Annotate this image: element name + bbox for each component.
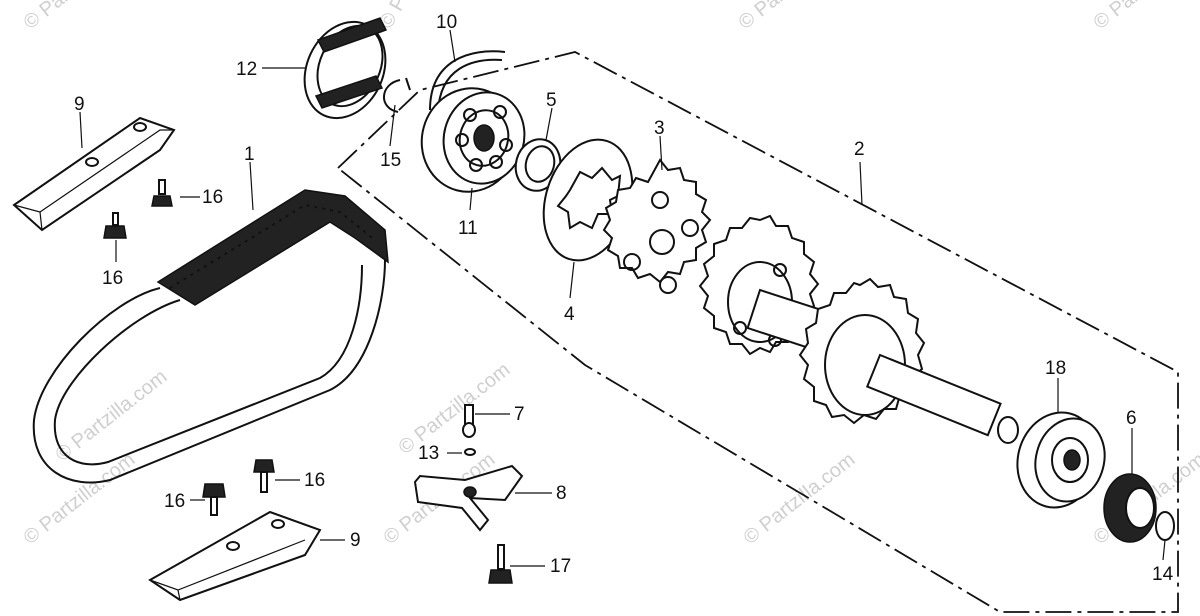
callout-3: 3 — [654, 118, 665, 139]
guide-top-part-9 — [12, 116, 176, 232]
callout-16-lower-right: 16 — [304, 470, 325, 491]
bolt-part-16-lower-left — [202, 483, 226, 516]
watermark: © Partzilla.com — [735, 0, 855, 34]
callout-4: 4 — [564, 304, 575, 325]
callout-16-left: 16 — [102, 268, 123, 289]
watermark: © Partzilla.com — [20, 0, 140, 34]
tensioner-arm-part-8 — [413, 464, 524, 532]
watermark: © Partzilla.com — [395, 359, 515, 459]
bolt-part-16-lower-right — [253, 459, 275, 493]
callout-12: 12 — [236, 59, 257, 80]
o-ring-part-13 — [464, 448, 476, 456]
bolt-part-17 — [488, 544, 513, 584]
callout-13: 13 — [418, 443, 439, 464]
sprocket-part-3 — [602, 158, 712, 294]
callout-14: 14 — [1152, 564, 1174, 585]
circlip-part-14 — [1155, 511, 1175, 541]
watermark: © Partzilla.com — [1090, 0, 1200, 34]
callout-16-lower-left: 16 — [164, 491, 185, 512]
watermark: © Partzilla.com — [52, 366, 172, 466]
watermark: © Partzilla.com — [740, 449, 860, 549]
callout-15: 15 — [380, 150, 401, 171]
callout-1: 1 — [244, 144, 255, 165]
bearing-ring-part-12 — [303, 17, 388, 120]
guide-bottom-part-9 — [148, 510, 322, 602]
leader-lines — [79, 29, 1166, 567]
callout-17: 17 — [550, 556, 571, 577]
callout-9-bottom: 9 — [350, 530, 361, 551]
callout-8: 8 — [556, 483, 567, 504]
bolt-part-16-upper — [151, 179, 173, 207]
drive-gear-part-6 — [1103, 473, 1157, 543]
callout-16-upper: 16 — [202, 187, 223, 208]
callout-11: 11 — [458, 218, 478, 239]
ball-bearing-part-18 — [1016, 411, 1106, 509]
callout-9-top: 9 — [74, 94, 85, 115]
drive-chain-part-1 — [32, 189, 389, 484]
callout-7: 7 — [514, 404, 525, 425]
pin-part-7 — [462, 404, 476, 438]
callout-2: 2 — [854, 139, 865, 160]
callout-18: 18 — [1045, 358, 1066, 379]
bolt-part-16-left — [103, 212, 127, 239]
callout-5: 5 — [546, 90, 557, 111]
callout-6: 6 — [1126, 408, 1137, 429]
gear-shaft-part-2 — [698, 214, 1019, 444]
callout-10: 10 — [436, 12, 457, 33]
ball-bearing-part-11 — [420, 87, 526, 193]
callout-labels: 1 2 3 4 5 6 7 8 9 9 10 11 12 13 14 15 16… — [74, 12, 1174, 585]
circlip-part-15 — [383, 77, 411, 113]
